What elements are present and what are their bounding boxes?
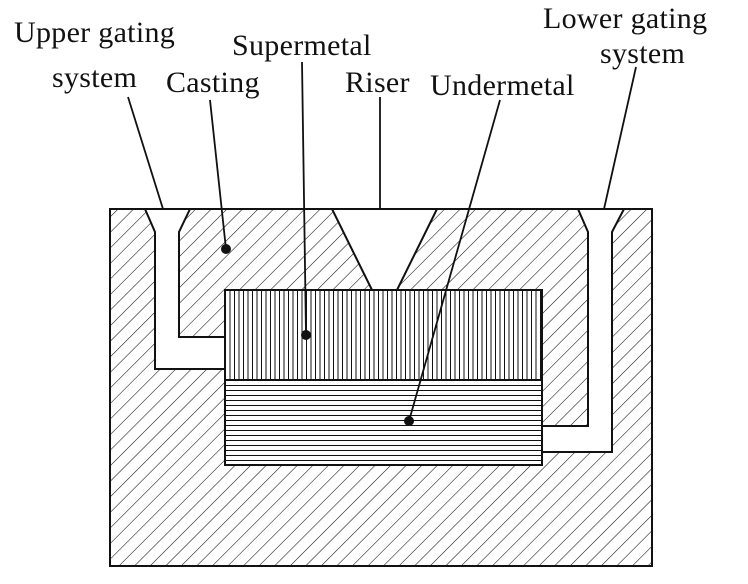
- supermetal-region: [224, 289, 543, 381]
- casting-leader: [209, 99, 227, 250]
- supermetal-label: Supermetal: [232, 29, 372, 62]
- upper-gating-leader: [127, 96, 164, 210]
- supermetal-leader: [301, 61, 307, 336]
- undermetal-label: Undermetal: [430, 69, 575, 102]
- upper-gating-label-line2: system: [52, 61, 138, 94]
- lower-gating-label-line1: Lower gating: [543, 2, 708, 35]
- undermetal-region: [224, 379, 543, 466]
- upper-gating-label-line1: Upper gating: [14, 16, 176, 49]
- supermetal-dot: [301, 330, 311, 340]
- casting-dot: [221, 244, 231, 254]
- casting-label: Casting: [166, 66, 260, 99]
- undermetal-dot: [404, 416, 414, 426]
- riser-label: Riser: [345, 66, 410, 99]
- undermetal-leader: [408, 99, 501, 422]
- lower-gating-label-line2: system: [600, 37, 686, 70]
- lower-gating-leader: [603, 66, 637, 210]
